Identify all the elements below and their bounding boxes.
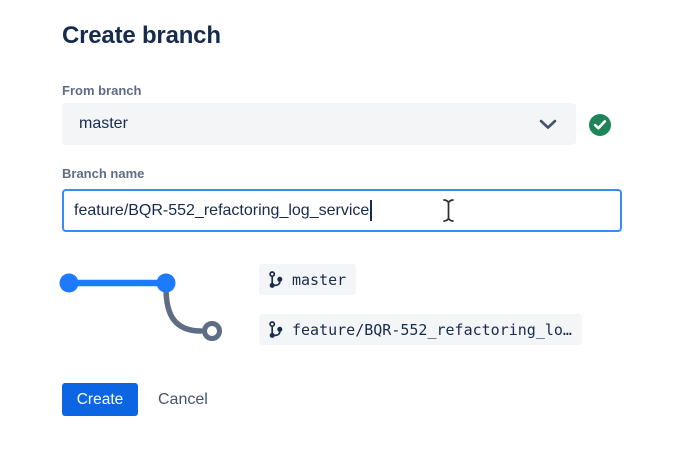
branch-name-value: feature/BQR-552_refactoring_log_service: [74, 201, 370, 219]
source-branch-chip: master: [259, 264, 357, 295]
new-branch-commit-ring: [202, 321, 222, 341]
chevron-down-icon: [539, 119, 557, 130]
branch-diagram: [55, 250, 235, 360]
text-caret: [370, 200, 372, 221]
git-branch-icon: [268, 320, 284, 339]
cancel-button[interactable]: Cancel: [158, 383, 208, 416]
new-branch-chip-label: feature/BQR-552_refactoring_lo…: [292, 320, 572, 339]
from-branch-label: From branch: [62, 83, 142, 98]
git-branch-icon: [268, 270, 284, 289]
source-branch-chip-label: master: [292, 270, 347, 289]
new-branch-curve: [163, 285, 204, 334]
branch-point-dot: [156, 273, 176, 293]
source-commit-dot: [59, 273, 79, 293]
from-branch-select[interactable]: master: [62, 103, 576, 145]
check-circle-icon: [589, 114, 611, 136]
create-button[interactable]: Create: [62, 383, 138, 416]
page-title: Create branch: [62, 22, 221, 49]
from-branch-selected-value: master: [79, 115, 128, 132]
new-branch-chip: feature/BQR-552_refactoring_lo…: [259, 314, 582, 345]
branch-name-input[interactable]: feature/BQR-552_refactoring_log_service: [62, 189, 622, 232]
branch-name-label: Branch name: [62, 166, 145, 181]
